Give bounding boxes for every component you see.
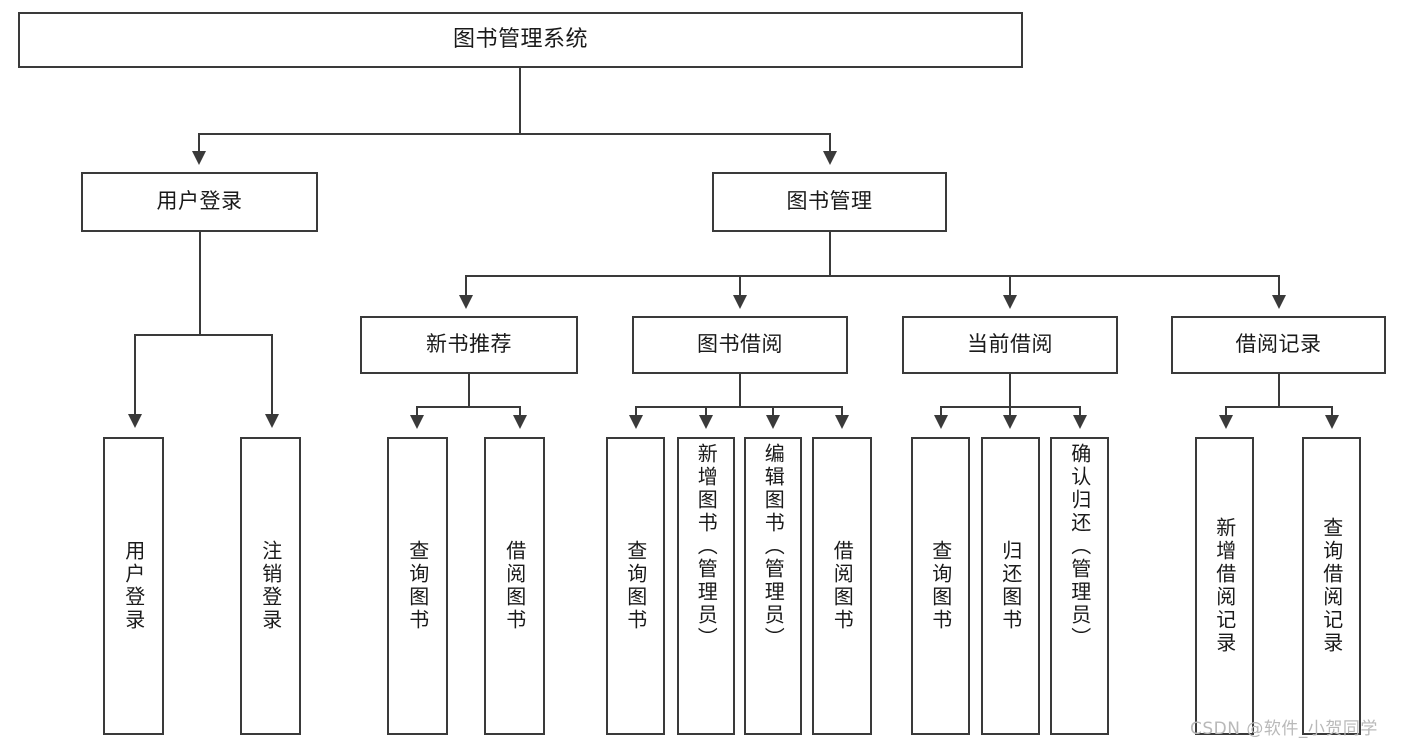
node-label: 归还图书 bbox=[998, 540, 1023, 632]
node-label: 查询图书 bbox=[623, 540, 648, 632]
arrow-book-borrow-leaf-1 bbox=[629, 415, 643, 429]
arrow-current-borrow-leaf-3 bbox=[1073, 415, 1087, 429]
arrow-user-login-leaf-2 bbox=[265, 414, 279, 428]
leaf-current-borrow-return-book[interactable]: 归还图书 bbox=[981, 437, 1040, 735]
connector-borrow-record-bar bbox=[1225, 406, 1333, 408]
connector-user-login-branch-2 bbox=[271, 334, 273, 416]
arrow-book-management-to-borrow-record bbox=[1272, 295, 1286, 309]
leaf-current-borrow-confirm-return[interactable]: 确认归还（管理员） bbox=[1050, 437, 1109, 735]
arrow-root-to-user-login bbox=[192, 151, 206, 165]
arrow-root-to-book-manage bbox=[823, 151, 837, 165]
arrow-current-borrow-leaf-2 bbox=[1003, 415, 1017, 429]
connector-new-book-branch-2 bbox=[519, 406, 521, 417]
leaf-borrow-record-add-record[interactable]: 新增借阅记录 bbox=[1195, 437, 1254, 735]
node-current-borrow[interactable]: 当前借阅 bbox=[902, 316, 1118, 374]
node-label: 用户登录 bbox=[156, 189, 243, 214]
node-new-book-recommend[interactable]: 新书推荐 bbox=[360, 316, 578, 374]
connector-book-management-branch-2 bbox=[739, 275, 741, 297]
leaf-book-borrow-query-book[interactable]: 查询图书 bbox=[606, 437, 665, 735]
node-label: 借阅图书 bbox=[502, 540, 527, 632]
node-label: 新增借阅记录 bbox=[1212, 517, 1237, 655]
connector-user-login-stem bbox=[199, 232, 201, 335]
leaf-user-login-logout[interactable]: 注销登录 bbox=[240, 437, 301, 735]
arrow-book-borrow-leaf-3 bbox=[766, 415, 780, 429]
node-root-system[interactable]: 图书管理系统 bbox=[18, 12, 1023, 68]
node-book-borrow[interactable]: 图书借阅 bbox=[632, 316, 848, 374]
arrow-borrow-record-leaf-2 bbox=[1325, 415, 1339, 429]
arrow-new-book-leaf-1 bbox=[410, 415, 424, 429]
node-label: 图书管理系统 bbox=[452, 26, 588, 52]
node-label: 借阅记录 bbox=[1235, 332, 1322, 357]
node-label: 用户登录 bbox=[121, 540, 146, 632]
connector-borrow-record-stem bbox=[1278, 374, 1280, 408]
connector-book-management-stem bbox=[829, 232, 831, 277]
node-borrow-record[interactable]: 借阅记录 bbox=[1171, 316, 1386, 374]
connector-current-borrow-branch-1 bbox=[940, 406, 942, 417]
connector-book-management-bar bbox=[465, 275, 1280, 277]
node-label: 图书借阅 bbox=[697, 332, 783, 357]
connector-book-management-branch-3 bbox=[1009, 275, 1011, 297]
connector-book-management-branch-1 bbox=[465, 275, 467, 297]
arrow-new-book-leaf-2 bbox=[513, 415, 527, 429]
node-label: 查询图书 bbox=[928, 540, 953, 632]
leaf-borrow-record-query-record[interactable]: 查询借阅记录 bbox=[1302, 437, 1361, 735]
connector-new-book-stem bbox=[468, 374, 470, 408]
leaf-current-borrow-query-book[interactable]: 查询图书 bbox=[911, 437, 970, 735]
arrow-book-borrow-leaf-2 bbox=[699, 415, 713, 429]
connector-user-login-bar bbox=[134, 334, 273, 336]
connector-new-book-branch-1 bbox=[416, 406, 418, 417]
node-label: 新书推荐 bbox=[426, 332, 512, 357]
node-label: 借阅图书 bbox=[830, 540, 855, 632]
leaf-new-book-query-book[interactable]: 查询图书 bbox=[387, 437, 448, 735]
connector-book-management-branch-4 bbox=[1278, 275, 1280, 297]
connector-book-borrow-stem bbox=[739, 374, 741, 408]
leaf-book-borrow-edit-book[interactable]: 编辑图书（管理员） bbox=[744, 437, 802, 735]
connector-root-to-user-login bbox=[198, 133, 200, 153]
node-label: 当前借阅 bbox=[967, 332, 1053, 357]
csdn-watermark: CSDN @软件_小贺同学 bbox=[1190, 719, 1378, 739]
leaf-book-borrow-add-book[interactable]: 新增图书（管理员） bbox=[677, 437, 735, 735]
arrow-book-management-to-current-borrow bbox=[1003, 295, 1017, 309]
node-label: 查询借阅记录 bbox=[1319, 517, 1344, 655]
connector-root-to-book-manage bbox=[829, 133, 831, 153]
node-label: 确认归还（管理员） bbox=[1067, 443, 1092, 650]
connector-new-book-bar bbox=[416, 406, 521, 408]
connector-user-login-branch-1 bbox=[134, 334, 136, 416]
connector-book-borrow-branch-3 bbox=[772, 406, 774, 417]
connector-current-borrow-branch-2 bbox=[1009, 406, 1011, 417]
node-label: 注销登录 bbox=[258, 540, 283, 632]
node-label: 查询图书 bbox=[405, 540, 430, 632]
connector-book-borrow-bar bbox=[635, 406, 843, 408]
connector-borrow-record-branch-1 bbox=[1225, 406, 1227, 417]
node-label: 编辑图书（管理员） bbox=[761, 443, 786, 650]
node-book-management[interactable]: 图书管理 bbox=[712, 172, 947, 232]
connector-book-borrow-branch-2 bbox=[705, 406, 707, 417]
connector-root-stem bbox=[519, 68, 521, 134]
arrow-book-management-to-new-book bbox=[459, 295, 473, 309]
connector-book-borrow-branch-1 bbox=[635, 406, 637, 417]
connector-borrow-record-branch-2 bbox=[1331, 406, 1333, 417]
arrow-user-login-leaf-1 bbox=[128, 414, 142, 428]
leaf-user-login-login[interactable]: 用户登录 bbox=[103, 437, 164, 735]
arrow-book-management-to-book-borrow bbox=[733, 295, 747, 309]
arrow-borrow-record-leaf-1 bbox=[1219, 415, 1233, 429]
leaf-new-book-borrow-book[interactable]: 借阅图书 bbox=[484, 437, 545, 735]
node-label: 新增图书（管理员） bbox=[694, 443, 719, 650]
leaf-book-borrow-borrow-book[interactable]: 借阅图书 bbox=[812, 437, 872, 735]
connector-current-borrow-stem bbox=[1009, 374, 1011, 408]
arrow-book-borrow-leaf-4 bbox=[835, 415, 849, 429]
connector-root-bar bbox=[198, 133, 831, 135]
arrow-current-borrow-leaf-1 bbox=[934, 415, 948, 429]
node-label: 图书管理 bbox=[786, 189, 873, 214]
connector-book-borrow-branch-4 bbox=[841, 406, 843, 417]
connector-current-borrow-branch-3 bbox=[1079, 406, 1081, 417]
node-user-login[interactable]: 用户登录 bbox=[81, 172, 318, 232]
